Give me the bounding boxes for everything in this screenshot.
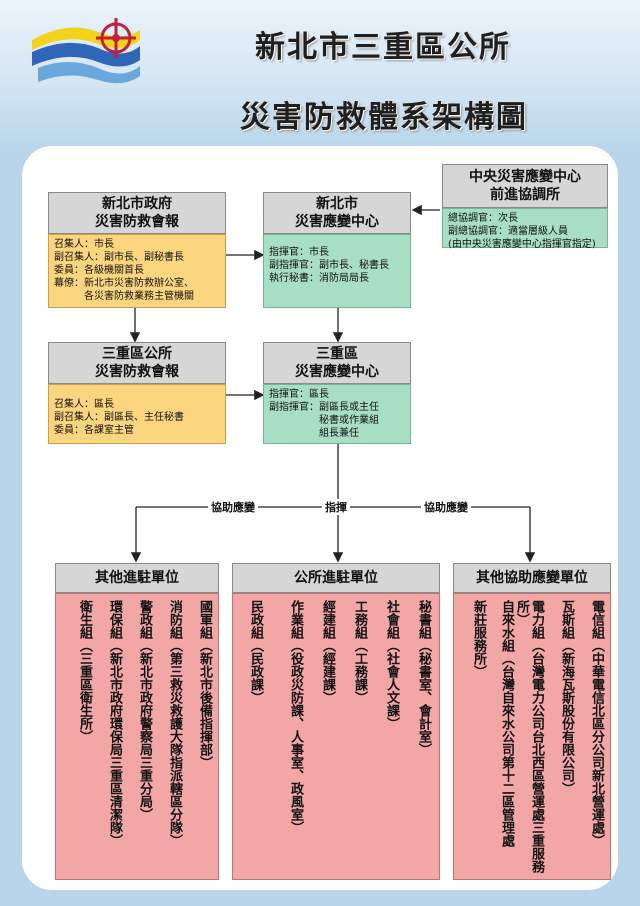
group-column: 民政組（民政課）: [248, 600, 263, 704]
connector-label-command: 指揮: [322, 499, 350, 515]
city-council-line: 召集人：市長: [54, 239, 114, 250]
page-title: 新北市三重區公所: [255, 30, 511, 65]
central-office-line: (由中央災害應變中心指揮官指定): [448, 239, 596, 250]
district-center-body: 指揮官：區長 副指揮官：副區長或主任 秘書或作業組 組長兼任: [263, 384, 411, 444]
group-column: 衛生組（三重區衛生所）: [77, 600, 92, 743]
district-council-title: 三重區公所 災害防救會報: [48, 342, 226, 384]
city-council-title: 新北市政府 災害防救會報: [48, 192, 226, 234]
logo-icon: [32, 18, 140, 84]
district-council-line: 副召集人：副區長、主任秘書: [54, 412, 184, 423]
city-center-line: 副指揮官：副市長、秘書長: [269, 260, 389, 271]
group-column: 工務組（工務課）: [352, 600, 367, 704]
city-center-title: 新北市 災害應變中心: [263, 192, 411, 234]
group-column: 自來水組（台灣自來水公司第十二區管理處: [499, 600, 514, 847]
city-council-line: 委員：各級機關首長: [54, 265, 144, 276]
group-column: 國軍組（新北市後備指揮部）: [197, 600, 212, 769]
group-column: 新莊服務所）: [471, 600, 486, 678]
district-council-line: 委員：各課室主管: [54, 425, 134, 436]
central-office-title: 中央災害應變中心 前進協調所: [442, 164, 608, 208]
group-column: 經建組（經建課）: [320, 600, 335, 704]
city-center-line: 執行秘書：消防局局長: [269, 273, 369, 284]
connector-label-assist-right: 協助應變: [421, 499, 471, 515]
page-subtitle: 災害防救體系架構圖: [240, 100, 528, 135]
connector-label-assist-left: 協助應變: [208, 499, 258, 515]
district-center-line: 秘書或作業組: [269, 415, 379, 426]
central-office-line: 總協調官：次長: [448, 213, 518, 224]
group-other-assist-body: 電信組（中華電信北區分公司新北營運處） 瓦斯組（新海瓦斯股份有限公司） 電力組（…: [453, 593, 611, 880]
city-center-body: 指揮官：市長 副指揮官：副市長、秘書長 執行秘書：消防局局長: [263, 234, 411, 308]
group-column: 瓦斯組（新海瓦斯股份有限公司）: [559, 600, 574, 795]
group-other-stationed-title: 其他進駐單位: [55, 563, 219, 593]
group-column: 環保組（新北市政府環保局三重區清潔隊）: [107, 600, 122, 847]
central-office-line: 副總協調官：適當層級人員: [448, 226, 568, 237]
district-center-line: 指揮官：區長: [269, 389, 329, 400]
group-office-stationed-title: 公所進駐單位: [232, 563, 440, 593]
group-column: 秘書組（秘書室、會計室）: [416, 600, 431, 756]
central-office-body: 總協調官：次長 副總協調官：適當層級人員 (由中央災害應變中心指揮官指定): [442, 208, 608, 250]
group-other-stationed-body: 國軍組（新北市後備指揮部） 消防組（第三救災救護大隊指派轄區分隊） 警政組（新北…: [55, 593, 219, 880]
district-center-line: 組長兼任: [269, 428, 359, 439]
group-office-stationed-body: 秘書組（秘書室、會計室） 社會組（社會人文課） 工務組（工務課） 經建組（經建課…: [232, 593, 440, 880]
group-column: 警政組（新北市政府警察局三重分局）: [137, 600, 152, 821]
group-column: 社會組（社會人文課）: [384, 600, 399, 730]
group-other-assist-title: 其他協助應變單位: [453, 563, 611, 593]
group-column: 消防組（第三救災救護大隊指派轄區分隊）: [167, 600, 182, 847]
district-center-title: 三重區 災害應變中心: [263, 342, 411, 384]
district-council-body: 召集人：區長 副召集人：副區長、主任秘書 委員：各課室主管: [48, 384, 226, 444]
city-council-body: 召集人：市長 副召集人：副市長、副秘書長 委員：各級機關首長 幕僚：新北市災害防…: [48, 234, 226, 308]
group-column: 電力組（台灣電力公司台北西區營運處三重服務所）: [514, 600, 544, 873]
city-council-line: 幕僚：新北市災害防救辦公室、: [54, 278, 194, 289]
district-center-line: 副指揮官：副區長或主任: [269, 402, 379, 413]
city-council-line: 各災害防救業務主管機關: [54, 291, 194, 302]
city-council-line: 副召集人：副市長、副秘書長: [54, 252, 184, 263]
group-column: 電信組（中華電信北區分公司新北營運處）: [589, 600, 604, 847]
city-center-line: 指揮官：市長: [269, 247, 329, 258]
district-council-line: 召集人：區長: [54, 399, 114, 410]
group-column: 作業組（役政災防課、人事室、政風室）: [288, 600, 303, 834]
